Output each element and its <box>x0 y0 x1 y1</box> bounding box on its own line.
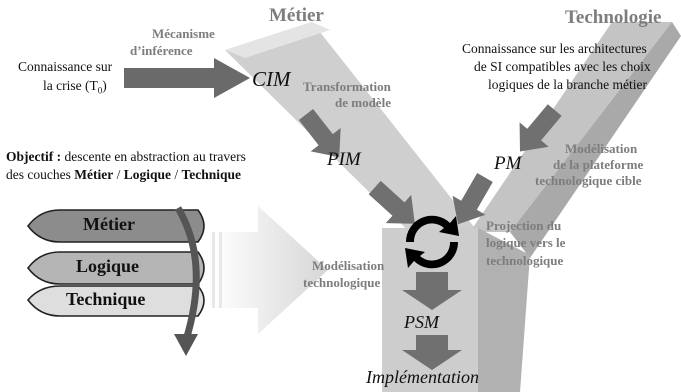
plateforme-label-1: Modélisation <box>565 141 638 156</box>
archi-label-3: logiques de la branche métier <box>488 77 647 92</box>
layer-logique-shape <box>26 251 205 285</box>
technologie-branch <box>470 22 672 232</box>
layer-technique-label: Technique <box>66 289 146 309</box>
archi-label-2: de SI compatibles avec les choix <box>474 59 651 74</box>
projection-label-2: logique vers le <box>486 235 566 250</box>
modelisation-techno-label-1: Modélisation <box>312 258 385 273</box>
descent-curve-arrow <box>174 206 200 342</box>
center-psm-arrow <box>402 272 462 310</box>
transformation-label-2: de modèle <box>335 95 391 110</box>
metier-branch-top <box>225 22 330 58</box>
implementation-label: Implémentation <box>366 367 479 387</box>
pim-label: PIM <box>327 149 361 170</box>
technologie-title: Technologie <box>565 7 662 28</box>
projection-label-1: Projection du <box>486 218 562 233</box>
descent-big-arrow <box>212 206 328 334</box>
transformation-label-1: Transformation <box>303 79 391 94</box>
transformation-cycle-icon <box>405 215 459 269</box>
crise-label-2: la crise (T0) <box>43 78 107 96</box>
big-arrow-stripe <box>212 232 215 308</box>
projection-label-3: technologique <box>486 253 564 268</box>
psm-impl-arrow <box>402 335 462 370</box>
cim-label: CIM <box>252 67 291 91</box>
technologie-branch-side <box>510 22 681 258</box>
inference-label-2: d’inférence <box>130 43 193 58</box>
layer-metier-label: Métier <box>83 214 135 234</box>
layer-technique-shape <box>26 285 205 317</box>
metier-title: Métier <box>269 5 324 26</box>
metier-branch <box>225 22 478 262</box>
objectif-line-1: Objectif : descente en abstraction au tr… <box>6 149 246 164</box>
archi-pm-arrow <box>519 104 562 152</box>
layer-metier-shape <box>26 209 205 243</box>
objectif-line-2: des couches Métier / Logique / Technique <box>6 167 242 182</box>
stem-side <box>478 228 530 392</box>
descent-curve-arrow-head <box>174 334 198 356</box>
plateforme-label-3: technologique cible <box>535 173 642 188</box>
big-arrow-stripe <box>219 232 222 308</box>
pm-center-arrow <box>452 172 493 225</box>
pim-center-arrow <box>368 180 415 224</box>
layer-logique-label: Logique <box>76 256 140 276</box>
archi-label-1: Connaissance sur les architectures <box>462 41 647 56</box>
cim-pim-arrow <box>298 108 341 158</box>
plateforme-label-2: de la plateforme <box>553 157 644 172</box>
pm-label: PM <box>494 153 522 174</box>
psm-label: PSM <box>404 312 439 332</box>
crise-arrow <box>124 58 250 98</box>
crise-label-1: Connaissance sur <box>18 59 113 74</box>
modelisation-techno-label-2: technologique <box>303 275 381 290</box>
inference-label-1: Mécanisme <box>152 26 215 41</box>
